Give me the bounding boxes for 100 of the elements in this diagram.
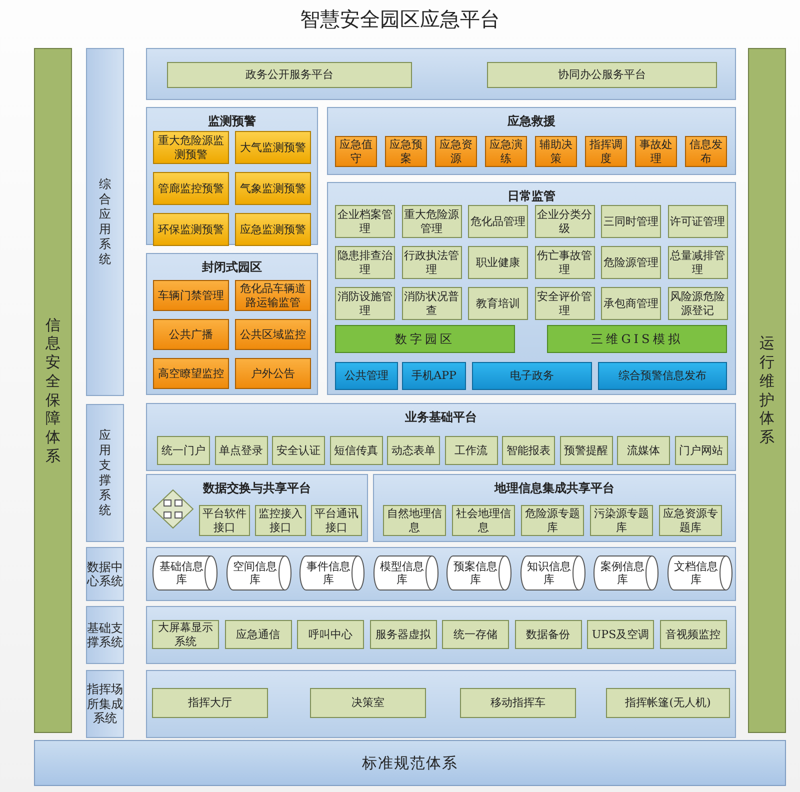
module-box: 协同办公服务平台 — [487, 62, 717, 88]
database-cylinder: 基础信息库 — [152, 555, 218, 591]
panel-heading: 监测预警 — [207, 114, 257, 128]
frame-box — [146, 547, 736, 601]
module-box: 行政执法管理 — [402, 246, 462, 279]
module-box: 社会地理信息 — [452, 505, 515, 536]
module-box: 职业健康 — [468, 246, 528, 279]
module-box: 大气监测预警 — [235, 131, 311, 164]
module-box: 动态表单 — [387, 436, 440, 465]
database-cylinder: 事件信息库 — [299, 555, 365, 591]
module-box: 单点登录 — [214, 436, 268, 465]
module-box: 预警提醒 — [560, 436, 612, 465]
module-box: 车辆门禁管理 — [153, 280, 229, 311]
module-box: 应急监测预警 — [235, 213, 311, 246]
module-box: 危化品车辆道路运输监管 — [235, 280, 311, 311]
module-box: 伤亡事故管理 — [534, 246, 594, 279]
panel-heading: 日常监管 — [506, 189, 556, 204]
module-box: 综合预警信息发布 — [598, 362, 727, 390]
module-box: 手机APP — [402, 362, 466, 390]
module-box: 音视频监控 — [660, 620, 726, 649]
module-box: 安全认证 — [272, 436, 325, 465]
module-box: 三同时管理 — [601, 205, 661, 238]
module-box: 指挥调度 — [585, 136, 627, 167]
module-box: 公共管理 — [335, 362, 398, 390]
database-cylinder: 知识信息库 — [520, 555, 586, 591]
module-box: 短信传真 — [330, 436, 382, 465]
module-box: 统一门户 — [157, 436, 210, 465]
panel-heading: 封闭式园区 — [201, 260, 263, 274]
module-box: 危险源管理 — [601, 246, 661, 279]
module-box: 隐患排查治理 — [335, 246, 395, 279]
module-box: 消防设施管理 — [335, 287, 395, 320]
panel-heading: 应急救援 — [506, 114, 556, 128]
module-box: 消防状况普查 — [402, 287, 462, 320]
module-box: 智能报表 — [502, 436, 555, 465]
module-box: 政务公开服务平台 — [167, 62, 412, 88]
module-box: 数据备份 — [514, 620, 582, 649]
layer-label: 指挥场所集成系统 — [86, 670, 124, 738]
module-box: 应急资源专题库 — [659, 505, 722, 536]
frame-box — [146, 48, 736, 100]
module-box: 统一存储 — [442, 620, 509, 649]
module-box: 应急演练 — [485, 136, 527, 167]
module-box: 总量减排管理 — [668, 246, 728, 279]
module-box: 服务器虚拟 — [370, 620, 436, 649]
panel — [327, 107, 736, 175]
module-box: 公共区域监控 — [235, 319, 311, 350]
panel-heading: 数据交换与共享平台 — [202, 481, 312, 496]
layer-label: 综合应用系统 — [86, 48, 124, 396]
module-box: 电子政务 — [472, 362, 592, 390]
module-box: 工作流 — [444, 436, 498, 465]
database-cylinder: 文档信息库 — [666, 555, 732, 591]
module-box: UPS及空调 — [587, 620, 654, 649]
module-box: 应急资源 — [435, 136, 477, 167]
layer-label: 数据中心系统 — [86, 547, 124, 601]
module-box: 企业档案管理 — [335, 205, 395, 238]
database-cylinder: 预案信息库 — [446, 555, 512, 591]
module-box: 应急值守 — [335, 136, 377, 167]
frame-box — [146, 670, 736, 738]
system-bar: 运行维护体系 — [748, 48, 786, 733]
module-box: 许可证管理 — [668, 205, 728, 238]
module-box: 公共广播 — [153, 319, 229, 350]
module-box: 指挥帐篷(无人机) — [606, 688, 730, 718]
module-box: 信息发布 — [685, 136, 727, 167]
module-box: 门户网站 — [674, 436, 728, 465]
module-box: 自然地理信息 — [383, 505, 446, 536]
panel-heading: 业务基础平台 — [404, 410, 478, 424]
database-cylinder: 空间信息库 — [226, 555, 292, 591]
module-box: 风险源危险源登记 — [668, 287, 728, 320]
module-box: 平台软件接口 — [199, 505, 250, 536]
layer-label: 应用支撑系统 — [86, 404, 124, 542]
panel-heading: 地理信息集成共享平台 — [493, 481, 616, 496]
module-box: 气象监测预警 — [235, 172, 311, 205]
module-box: 户外公告 — [235, 358, 311, 389]
layer-label: 基础支撑系统 — [86, 606, 124, 664]
module-box: 事故处理 — [635, 136, 677, 167]
module-box: 移动指挥车 — [460, 688, 576, 718]
module-box: 呼叫中心 — [297, 620, 364, 649]
module-box: 安全评价管理 — [534, 287, 594, 320]
database-cylinder: 模型信息库 — [372, 555, 438, 591]
module-box: 污染源专题库 — [590, 505, 653, 536]
panel — [327, 182, 736, 395]
module-box: 指挥大厅 — [152, 688, 268, 718]
panel — [146, 107, 318, 245]
module-box: 平台通讯接口 — [311, 505, 362, 536]
system-bar: 信息安全保障体系 — [34, 48, 72, 733]
module-box: 大屏幕显示系统 — [152, 620, 219, 649]
diagram-title: 智慧安全园区应急平台 — [299, 6, 501, 33]
frame-box — [146, 606, 736, 664]
module-box: 三维GIS模拟 — [547, 325, 727, 353]
module-box: 流媒体 — [617, 436, 670, 465]
database-cylinder: 案例信息库 — [593, 555, 659, 591]
panel — [373, 474, 736, 542]
panel — [146, 474, 368, 542]
module-box: 管廊监控预警 — [153, 172, 229, 205]
module-box: 企业分类分级 — [534, 205, 594, 238]
module-box: 监控接入接口 — [255, 505, 306, 536]
module-box: 承包商管理 — [601, 287, 661, 320]
module-box: 环保监测预警 — [153, 213, 229, 246]
module-box: 高空瞭望监控 — [153, 358, 229, 389]
module-box: 重大危险源监测预警 — [153, 131, 229, 164]
module-box: 应急预案 — [385, 136, 427, 167]
